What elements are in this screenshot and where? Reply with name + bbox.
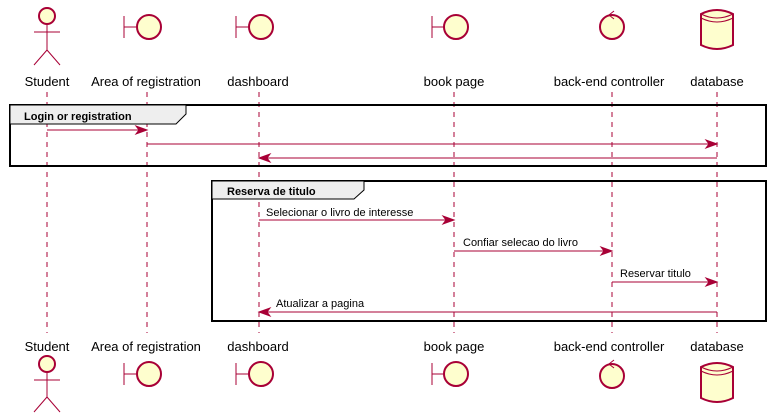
back-end-controller-control-icon <box>599 10 625 40</box>
back-end-controller-control-icon <box>599 359 625 389</box>
lifelines <box>46 92 718 333</box>
database-cylinder-icon <box>700 9 734 50</box>
group-tab <box>9 104 187 125</box>
book-page-boundary-icon <box>431 14 469 40</box>
message-registration-to-database <box>147 138 719 150</box>
dashboard-boundary-icon <box>235 361 274 387</box>
participant-label-student: Student <box>25 74 70 89</box>
group-title: Reserva de titulo <box>227 186 316 198</box>
message-database-to-dashboard-update: Atualizar a pagina <box>257 298 717 318</box>
group-title: Login or registration <box>24 111 132 123</box>
message-label: Selecionar o livro de interesse <box>266 207 413 219</box>
book-page-boundary-icon <box>431 361 469 387</box>
area-of-registration-boundary-icon <box>123 14 162 40</box>
participant-labels-bottom: Student Area of registration dashboard b… <box>25 339 744 354</box>
message-database-to-dashboard <box>257 152 717 164</box>
group-frame <box>211 180 767 322</box>
participant-label-area-of-registration-bottom: Area of registration <box>91 339 201 354</box>
participant-label-book-page-bottom: book page <box>424 339 485 354</box>
group-reserva-de-titulo: Reserva de titulo Selecionar o livro de … <box>211 180 767 322</box>
participant-label-student-bottom: Student <box>25 339 70 354</box>
participant-label-dashboard-bottom: dashboard <box>227 339 288 354</box>
message-label: Reservar titulo <box>620 268 691 280</box>
area-of-registration-boundary-icon <box>123 361 162 387</box>
dashboard-boundary-icon <box>235 14 274 40</box>
message-controller-to-database: Reservar titulo <box>612 268 719 288</box>
participant-label-database-bottom: database <box>690 339 744 354</box>
message-dashboard-to-book-page: Selecionar o livro de interesse <box>259 207 456 226</box>
participant-label-area-of-registration: Area of registration <box>91 74 201 89</box>
participant-label-database: database <box>690 74 744 89</box>
database-cylinder-icon <box>700 362 734 403</box>
participant-label-dashboard: dashboard <box>227 74 288 89</box>
message-label: Confiar selecao do livro <box>463 237 578 249</box>
participants-bottom <box>33 355 734 413</box>
participant-label-book-page: book page <box>424 74 485 89</box>
message-book-page-to-controller: Confiar selecao do livro <box>454 237 614 257</box>
participant-label-back-end-controller: back-end controller <box>554 74 665 89</box>
student-actor-icon <box>33 355 61 413</box>
message-student-to-registration <box>47 124 149 136</box>
participants-top <box>33 7 734 66</box>
participant-labels-top: Student Area of registration dashboard b… <box>25 74 744 89</box>
student-actor-icon <box>33 7 61 66</box>
message-label: Atualizar a pagina <box>276 298 365 310</box>
participant-label-back-end-controller-bottom: back-end controller <box>554 339 665 354</box>
group-frame <box>9 104 767 167</box>
group-tab <box>211 180 365 200</box>
group-login-or-registration: Login or registration <box>9 104 767 167</box>
